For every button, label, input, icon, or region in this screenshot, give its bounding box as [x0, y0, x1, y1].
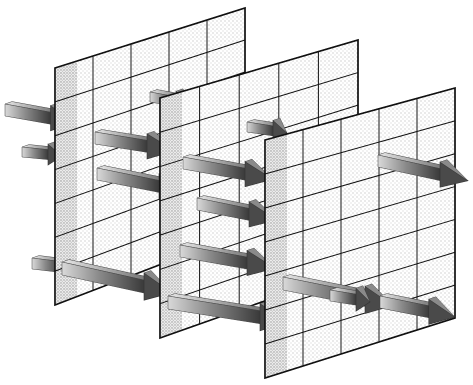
grid-panel-front: [265, 88, 455, 378]
